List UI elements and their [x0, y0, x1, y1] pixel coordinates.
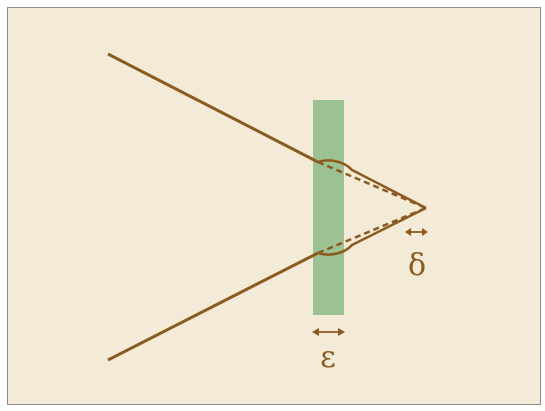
- lower-line: [107, 251, 319, 362]
- upper-line: [107, 52, 319, 164]
- delta-double-arrow-icon: [405, 228, 428, 236]
- green-band: [313, 100, 344, 315]
- lower-rounded-curve: [317, 206, 427, 256]
- diagram-frame: [7, 7, 541, 405]
- delta-label: δ: [408, 248, 426, 283]
- epsilon-label: ε: [320, 340, 336, 375]
- epsilon-double-arrow-icon: [312, 328, 345, 336]
- upper-rounded-curve: [317, 159, 427, 210]
